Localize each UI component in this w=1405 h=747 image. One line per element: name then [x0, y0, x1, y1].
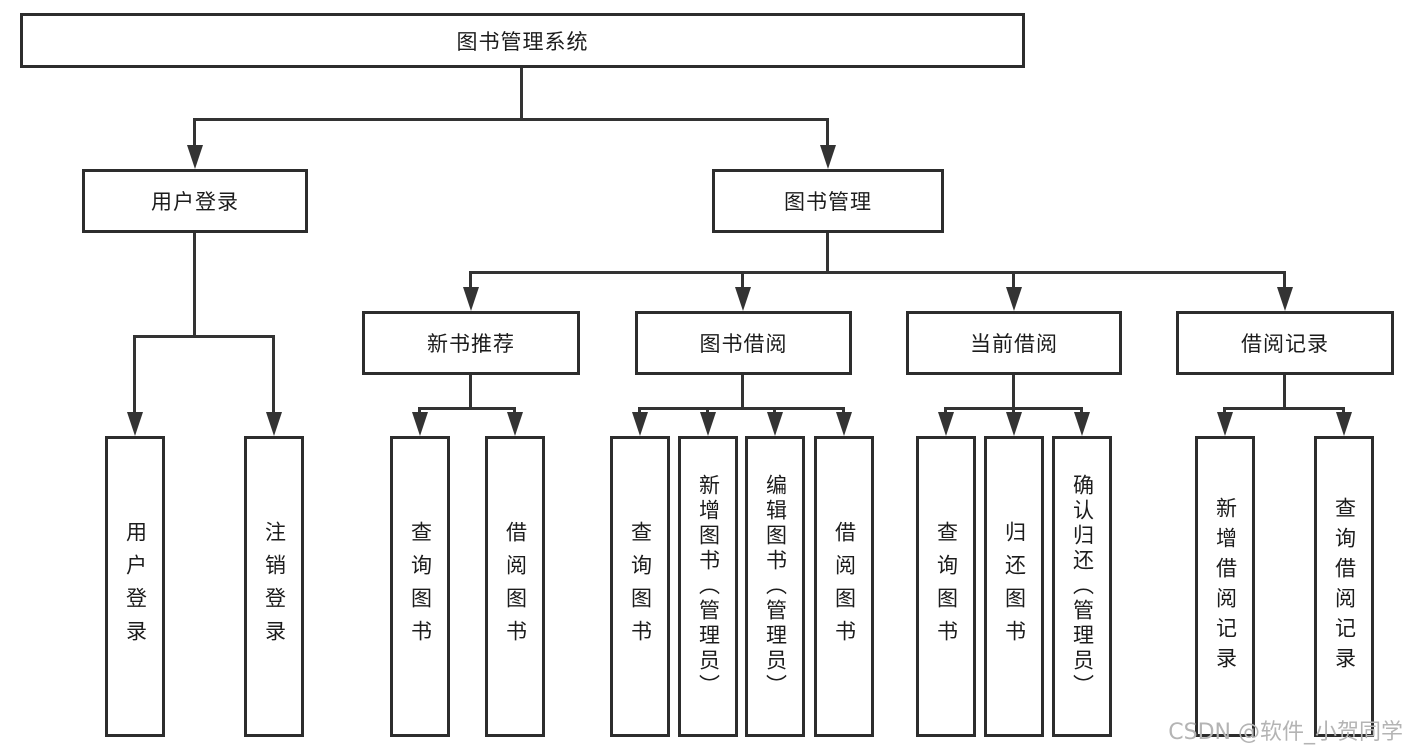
connector-line: [826, 118, 829, 148]
leaf-edit-books-admin: 编辑图书（管理员）: [745, 436, 805, 737]
arrow-down-icon: [1336, 412, 1352, 436]
arrow-down-icon: [735, 287, 751, 311]
leaf-borrow-books-borrow-label: 借阅图书: [832, 520, 857, 653]
arrow-down-icon: [187, 145, 203, 169]
leaf-query-books-current-label: 查询图书: [934, 520, 959, 653]
leaf-logout-label: 注销登录: [262, 520, 287, 653]
connector-line: [194, 118, 829, 121]
leaf-query-books-borrow-label: 查询图书: [628, 520, 653, 653]
connector-line: [418, 407, 421, 415]
arrow-down-icon: [1277, 287, 1293, 311]
arrow-down-icon: [820, 145, 836, 169]
leaf-user-login-label: 用户登录: [123, 520, 148, 653]
node-borrow-records: 借阅记录: [1176, 311, 1394, 375]
connector-line: [469, 271, 472, 291]
leaf-borrow-books-recommend: 借阅图书: [485, 436, 545, 737]
node-book-borrow: 图书借阅: [635, 311, 852, 375]
arrow-down-icon: [412, 412, 428, 436]
node-book-borrow-label: 图书借阅: [699, 332, 788, 356]
connector-line: [1342, 407, 1345, 415]
arrow-down-icon: [1217, 412, 1233, 436]
connector-line: [513, 407, 516, 415]
connector-line: [520, 68, 523, 118]
connector-line: [193, 233, 196, 335]
connector-line: [944, 407, 947, 415]
arrow-down-icon: [1006, 412, 1022, 436]
leaf-user-login: 用户登录: [105, 436, 165, 737]
arrow-down-icon: [767, 412, 783, 436]
connector-line: [1012, 375, 1015, 407]
leaf-add-borrow-record-label: 新增借阅记录: [1213, 496, 1238, 677]
leaf-borrow-books-borrow: 借阅图书: [814, 436, 874, 737]
connector-line: [469, 375, 472, 407]
connector-line: [706, 407, 709, 415]
connector-line: [1012, 407, 1015, 415]
connector-line: [1080, 407, 1083, 415]
arrow-down-icon: [266, 412, 282, 436]
node-book-management: 图书管理: [712, 169, 944, 233]
arrow-down-icon: [463, 287, 479, 311]
leaf-query-books-recommend-label: 查询图书: [408, 520, 433, 653]
connector-line: [826, 233, 829, 271]
connector-line: [1224, 407, 1345, 410]
arrow-down-icon: [127, 412, 143, 436]
connector-line: [741, 375, 744, 407]
leaf-edit-books-admin-label: 编辑图书（管理员）: [763, 474, 788, 699]
leaf-query-books-borrow: 查询图书: [610, 436, 670, 737]
leaf-query-borrow-record: 查询借阅记录: [1314, 436, 1374, 737]
leaf-confirm-return-admin: 确认归还（管理员）: [1052, 436, 1112, 737]
connector-line: [470, 271, 1285, 274]
arrow-down-icon: [836, 412, 852, 436]
connector-line: [133, 335, 136, 415]
arrow-down-icon: [1006, 287, 1022, 311]
connector-line: [741, 271, 744, 291]
connector-line: [773, 407, 776, 415]
node-new-book-recommend: 新书推荐: [362, 311, 580, 375]
connector-line: [638, 407, 641, 415]
leaf-logout: 注销登录: [244, 436, 304, 737]
arrow-down-icon: [632, 412, 648, 436]
connector-line: [1223, 407, 1226, 415]
arrow-down-icon: [507, 412, 523, 436]
connector-line: [1283, 271, 1286, 291]
arrow-down-icon: [938, 412, 954, 436]
connector-line: [639, 407, 845, 410]
node-user-login-label: 用户登录: [151, 190, 239, 214]
node-root-label: 图书管理系统: [456, 29, 589, 54]
connector-line: [419, 407, 516, 410]
connector-line: [272, 335, 275, 415]
leaf-query-books-current: 查询图书: [916, 436, 976, 737]
node-current-borrow-label: 当前借阅: [970, 332, 1058, 356]
node-current-borrow: 当前借阅: [906, 311, 1122, 375]
leaf-query-books-recommend: 查询图书: [390, 436, 450, 737]
leaf-confirm-return-admin-label: 确认归还（管理员）: [1070, 474, 1095, 699]
leaf-borrow-books-recommend-label: 借阅图书: [503, 520, 528, 653]
connector-line: [842, 407, 845, 415]
leaf-add-books-admin-label: 新增图书（管理员）: [696, 474, 721, 699]
leaf-add-books-admin: 新增图书（管理员）: [678, 436, 738, 737]
node-new-book-recommend-label: 新书推荐: [427, 332, 515, 356]
leaf-query-borrow-record-label: 查询借阅记录: [1332, 496, 1357, 677]
connector-line: [134, 335, 275, 338]
leaf-add-borrow-record: 新增借阅记录: [1195, 436, 1255, 737]
node-borrow-records-label: 借阅记录: [1241, 332, 1329, 356]
node-book-management-label: 图书管理: [784, 190, 872, 214]
arrow-down-icon: [700, 412, 716, 436]
connector-line: [1283, 375, 1286, 407]
leaf-return-books-label: 归还图书: [1002, 520, 1027, 653]
node-user-login: 用户登录: [82, 169, 308, 233]
connector-line: [193, 118, 196, 148]
connector-line: [1012, 271, 1015, 291]
watermark: CSDN @软件_小贺同学: [1168, 720, 1403, 745]
leaf-return-books: 归还图书: [984, 436, 1044, 737]
arrow-down-icon: [1074, 412, 1090, 436]
node-root: 图书管理系统: [20, 13, 1025, 68]
